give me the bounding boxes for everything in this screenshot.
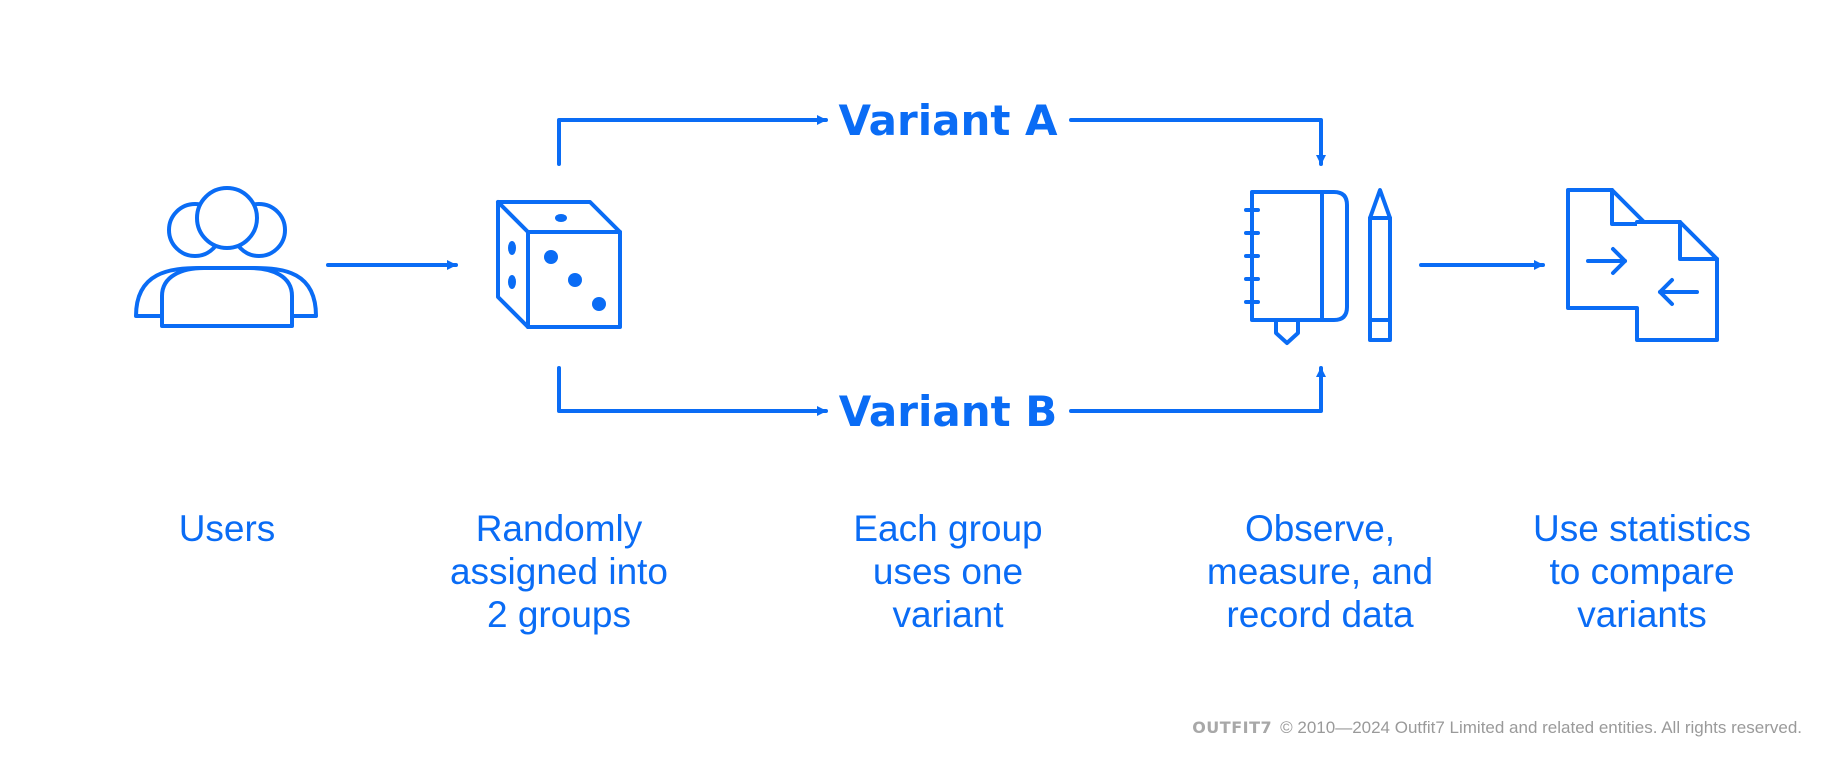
- arrow-to-variant-b: [557, 366, 828, 416]
- caption-line: to compare: [1549, 551, 1735, 592]
- caption-line: variants: [1577, 594, 1707, 635]
- users-icon: [134, 186, 318, 328]
- step-caption-users: Users: [67, 507, 387, 550]
- dice-pip: [508, 275, 516, 289]
- caption-line: record data: [1226, 594, 1414, 635]
- variant-b-label: Variant B: [839, 387, 1058, 436]
- step-caption-variants: Each group uses one variant: [788, 507, 1108, 636]
- caption-line: Use statistics: [1533, 508, 1751, 549]
- dice-pip: [508, 241, 516, 255]
- dice-pip: [568, 273, 582, 287]
- caption-line: Each group: [853, 508, 1043, 549]
- caption-line: Randomly: [475, 508, 643, 549]
- compare-documents-icon: [1566, 188, 1719, 342]
- arrow-variant-b-to-notebook: [1069, 366, 1326, 413]
- caption-line: measure, and: [1206, 551, 1434, 592]
- outfit7-logo: OUTFIT7: [1192, 718, 1273, 737]
- step-caption-compare: Use statistics to compare variants: [1482, 507, 1802, 636]
- step-caption-randomize: Randomly assigned into 2 groups: [399, 507, 719, 636]
- dice-pip: [544, 250, 558, 264]
- dice-icon: [496, 200, 622, 329]
- caption-line: variant: [892, 594, 1004, 635]
- caption-line: Users: [178, 508, 276, 549]
- notebook-pencil-icon: [1244, 188, 1392, 345]
- caption-line: Observe,: [1244, 508, 1396, 549]
- caption-line: 2 groups: [487, 594, 631, 635]
- dice-pip: [555, 214, 567, 222]
- variant-a-label: Variant A: [838, 96, 1058, 145]
- step-caption-record: Observe, measure, and record data: [1160, 507, 1480, 636]
- copyright-text: © 2010—2024 Outfit7 Limited and related …: [1280, 718, 1802, 737]
- copyright-footer: OUTFIT7 © 2010—2024 Outfit7 Limited and r…: [1192, 718, 1802, 738]
- arrow-to-variant-a: [557, 115, 828, 166]
- caption-line: assigned into: [449, 551, 669, 592]
- arrow-variant-a-to-notebook: [1069, 118, 1326, 166]
- dice-pip: [592, 297, 606, 311]
- caption-line: uses one: [872, 551, 1024, 592]
